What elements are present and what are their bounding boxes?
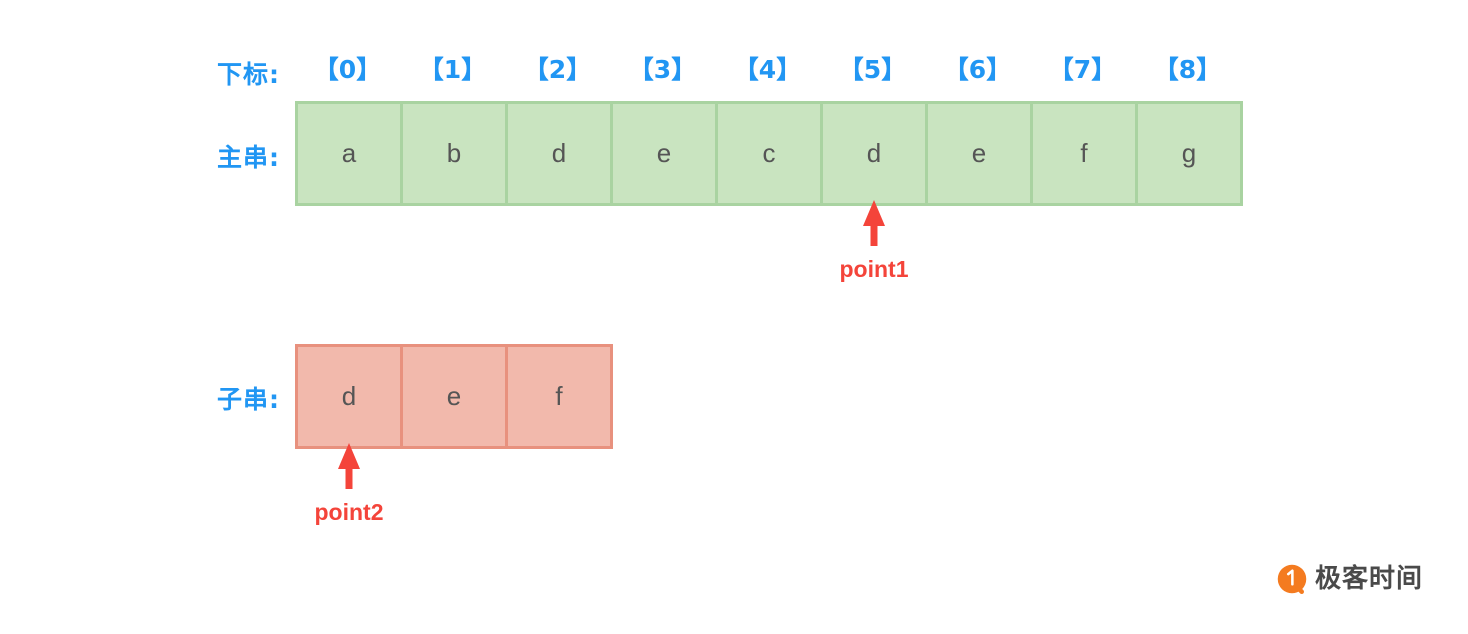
main-string-row-label: 主串: (217, 143, 280, 172)
index-cell: 【4】 (733, 55, 802, 84)
main-string-cell: g (1138, 104, 1243, 203)
main-string-cell: b (403, 104, 508, 203)
index-cell: 【6】 (943, 55, 1012, 84)
main-string-cell: e (613, 104, 718, 203)
pointer-point1-label: point1 (839, 256, 909, 282)
watermark-text: 极客时间 (1315, 564, 1424, 594)
index-cell: 【1】 (418, 55, 487, 84)
main-string-cell: e (928, 104, 1033, 203)
index-cell: 【8】 (1153, 55, 1222, 84)
sub-string-cell: f (508, 347, 613, 446)
main-string-cell: d (823, 104, 928, 203)
index-cell: 【3】 (628, 55, 697, 84)
pointer-point1: point1 (814, 200, 934, 283)
watermark-logo: 极客时间 (1277, 564, 1423, 594)
pointer-point2: point2 (289, 443, 409, 526)
index-cell: 【5】 (838, 55, 907, 84)
sub-string-cell: d (298, 347, 403, 446)
sub-string-strip: d e f (295, 344, 613, 449)
geektime-logo-icon (1277, 564, 1307, 594)
main-string-cell: f (1033, 104, 1138, 203)
up-arrow-icon (338, 443, 360, 489)
index-row-label: 下标: (217, 60, 280, 89)
main-string-cell: d (508, 104, 613, 203)
main-string-strip: a b d e c d e f g (295, 101, 1243, 206)
sub-string-row-label: 子串: (217, 385, 280, 414)
sub-string-cell: e (403, 347, 508, 446)
main-string-cell: a (298, 104, 403, 203)
index-cell: 【7】 (1048, 55, 1117, 84)
index-cell: 【0】 (313, 55, 382, 84)
pointer-point2-label: point2 (314, 499, 384, 525)
index-row: 【0】 【1】 【2】 【3】 【4】 【5】 【6】 【7】 【8】 (295, 52, 1240, 88)
index-cell: 【2】 (523, 55, 592, 84)
up-arrow-icon (863, 200, 885, 246)
main-string-cell: c (718, 104, 823, 203)
